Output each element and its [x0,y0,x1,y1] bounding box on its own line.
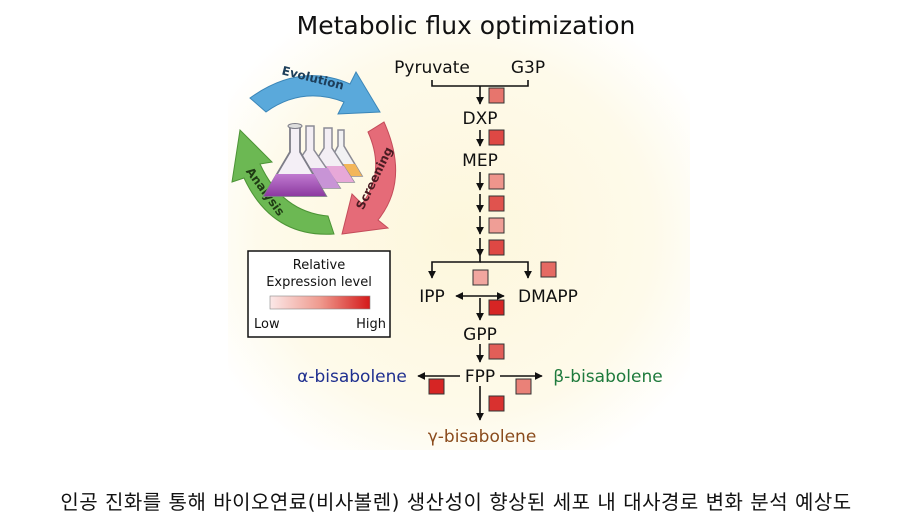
expression-square [488,299,505,316]
branch-to-ipp [428,256,481,279]
expression-square [488,87,505,104]
expression-legend: Relative Expression level Low High [247,250,391,338]
screening-arrow [341,121,397,235]
pathway-connectors [417,80,543,421]
metabolite-dxp: DXP [463,109,498,129]
expression-square [488,343,505,360]
figure-caption: 인공 진화를 통해 바이오연료(비사볼렌) 생산성이 향상된 세포 내 대사경로… [60,490,852,514]
expression-markers [428,87,557,412]
legend-title-line1: Relative [293,258,345,273]
product-alpha-bisabolene: α-bisabolene [297,367,407,387]
metabolite-g3p: G3P [511,58,545,78]
metabolite-ipp: IPP [419,287,445,307]
product-gamma-bisabolene: γ-bisabolene [428,427,537,447]
background-panel [228,20,690,450]
branch-to-dmapp [480,261,532,279]
pathway: Pyruvate G3P DXP MEP IPP DMAPP GPP FPP α… [297,58,663,447]
legend-box [247,250,391,338]
expression-square [488,195,505,212]
expression-square [488,239,505,256]
metabolite-dmapp: DMAPP [518,287,578,307]
product-beta-bisabolene: β-bisabolene [553,367,662,387]
metabolite-gpp: GPP [463,325,497,345]
evolution-arrow [249,70,381,115]
expression-square [488,395,505,412]
flask-group [262,123,364,197]
legend-title-line2: Expression level [266,275,372,290]
metabolite-fpp: FPP [465,367,495,387]
analysis-arrow [231,128,335,235]
figure-title: Metabolic flux optimization [297,11,636,40]
metabolite-mep: MEP [462,151,498,171]
flask-icon [262,123,328,197]
legend-low-label: Low [254,317,280,332]
expression-square [488,173,505,190]
legend-high-label: High [356,317,386,332]
expression-square [540,261,557,278]
expression-square [428,378,445,395]
metabolite-pyruvate: Pyruvate [394,58,470,78]
expression-square [488,129,505,146]
legend-gradient-bar [269,295,371,310]
expression-square [472,269,489,286]
expression-square [515,378,532,395]
expression-square [488,217,505,234]
